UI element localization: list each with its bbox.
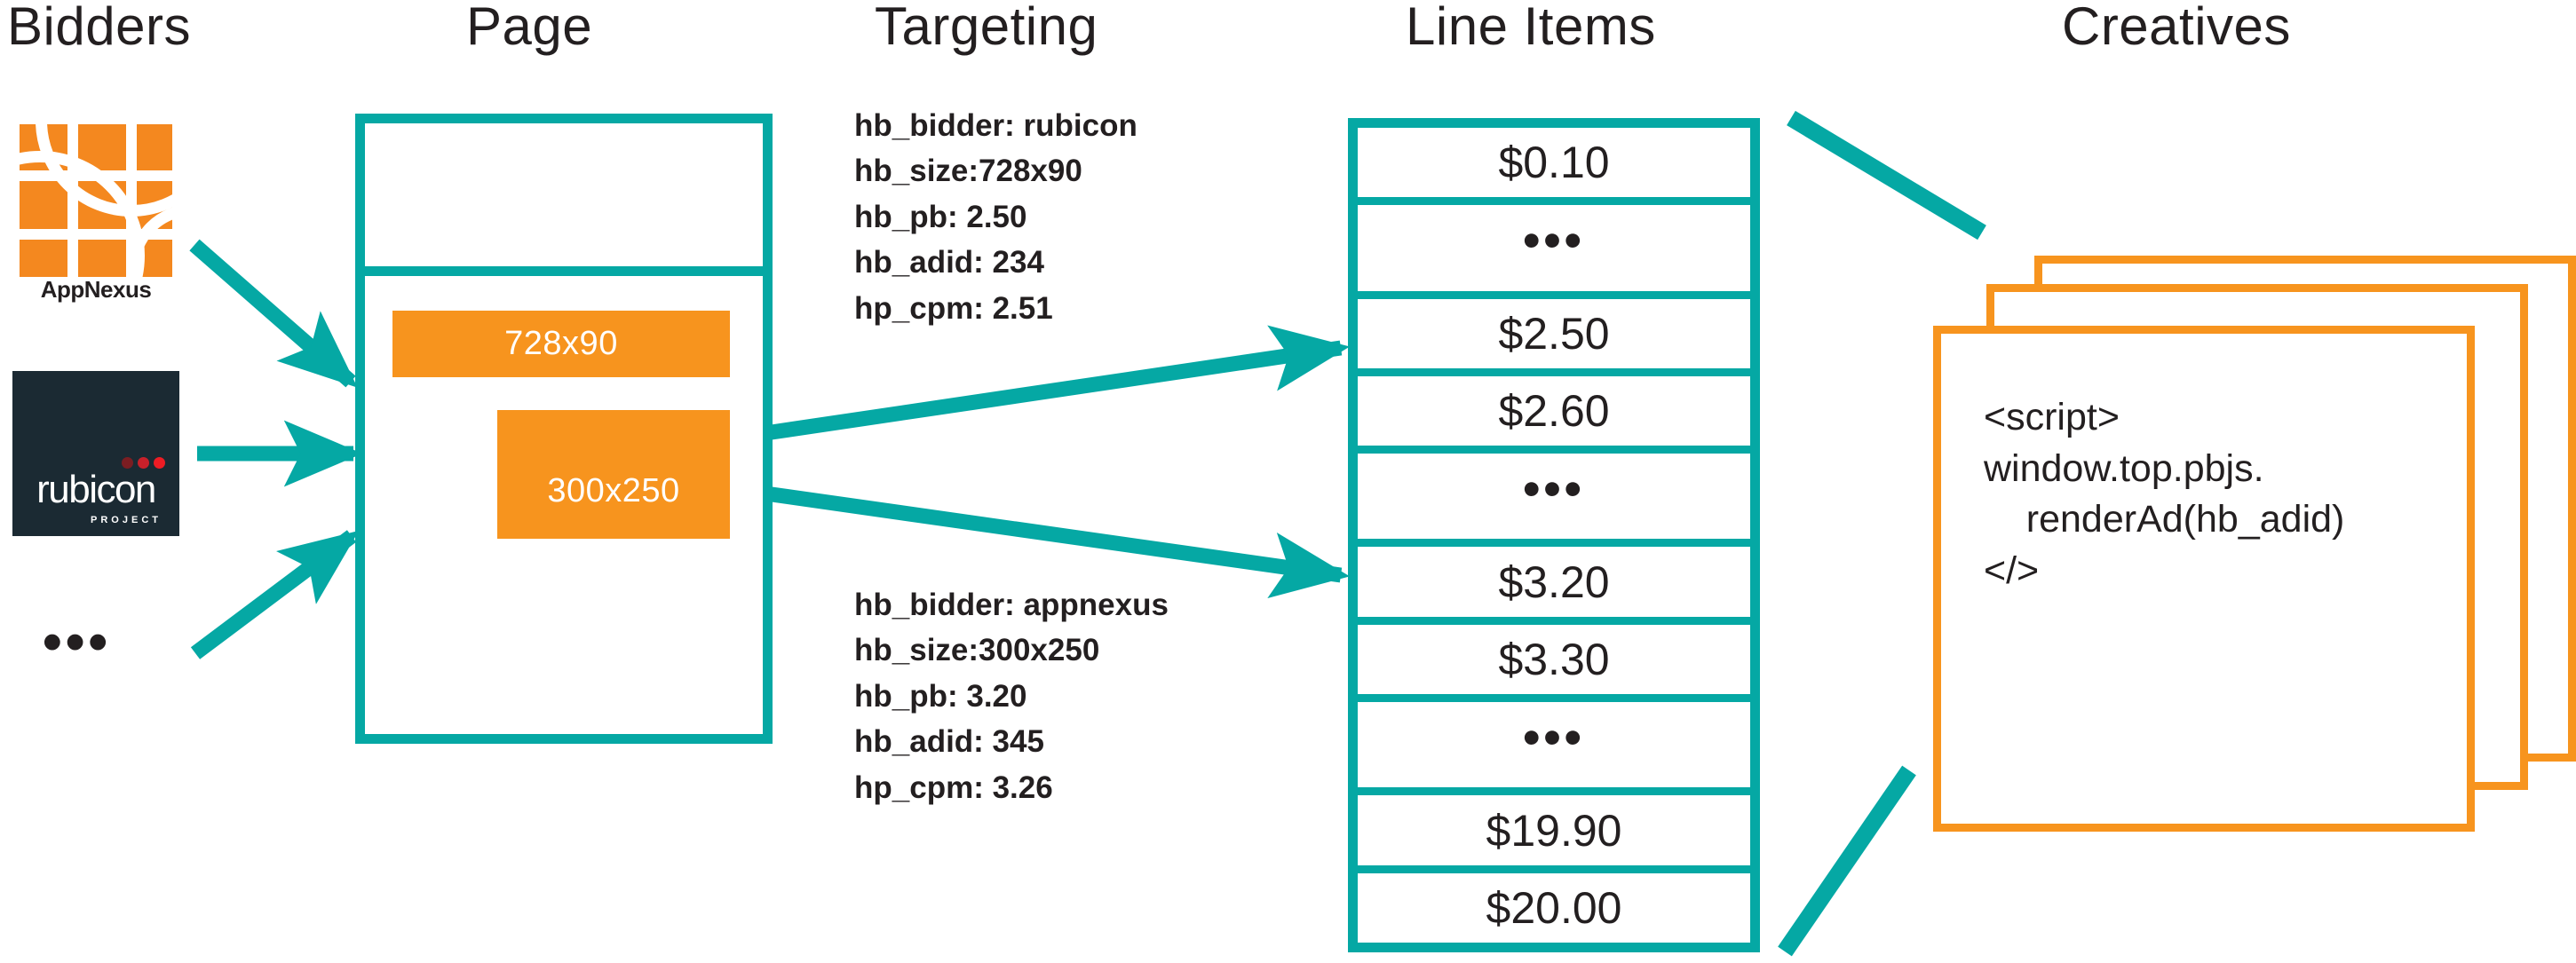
targeting-line: hb_adid: 345	[854, 724, 1044, 760]
targeting-line: hb_size:728x90	[854, 154, 1082, 189]
column-title-line-items: Line Items	[1406, 0, 1656, 56]
ad-slot-mrec: 300x250	[497, 410, 730, 539]
rubicon-dots-icon	[122, 457, 165, 469]
page-header-divider	[355, 266, 773, 276]
rubicon-project-logo: rubicon PROJECT	[12, 371, 179, 536]
targeting-line: hb_bidder: appnexus	[854, 588, 1169, 622]
targeting-line: hb_adid: 234	[854, 245, 1044, 280]
targeting-line: hp_cpm: 2.51	[854, 290, 1053, 326]
targeting-line: hb_size:300x250	[854, 633, 1100, 668]
line-item-row: $3.30	[1358, 625, 1750, 703]
connector-lineitems-to-creatives-top	[1787, 110, 1986, 241]
arrow-appnexus-to-page	[189, 239, 358, 388]
rubicon-submark: PROJECT	[91, 515, 162, 525]
targeting-block-rubicon: hb_bidder: rubicon hb_size:728x90 hb_pb:…	[854, 103, 1137, 331]
line-item-row: •••	[1358, 454, 1750, 548]
ad-slot-leaderboard: 728x90	[392, 311, 730, 377]
targeting-line: hb_bidder: rubicon	[854, 108, 1137, 143]
creative-code-snippet: <script> window.top.pbjs. renderAd(hb_ad…	[1984, 396, 2345, 592]
arrow-page-to-lineitem-320	[764, 485, 1351, 599]
appnexus-logo: AppNexus	[20, 124, 172, 302]
bidders-more-ellipsis: •••	[43, 612, 112, 673]
targeting-line: hp_cpm: 3.26	[854, 770, 1053, 805]
line-item-row: $3.20	[1358, 547, 1750, 625]
line-item-row: $2.60	[1358, 376, 1750, 454]
arrow-page-to-lineitem-250	[764, 325, 1351, 441]
arrow-more-bidders-to-page	[190, 530, 360, 659]
targeting-line: hb_pb: 3.20	[854, 678, 1027, 714]
column-title-creatives: Creatives	[2062, 0, 2291, 56]
targeting-line: hb_pb: 2.50	[854, 199, 1027, 234]
line-item-row: $19.90	[1358, 795, 1750, 873]
line-item-row: •••	[1358, 702, 1750, 796]
rubicon-wordmark: rubicon	[36, 468, 156, 511]
targeting-block-appnexus: hb_bidder: appnexus hb_size:300x250 hb_p…	[854, 582, 1169, 810]
creative-card-front	[1933, 326, 2475, 832]
column-title-page: Page	[466, 0, 593, 56]
appnexus-mark-icon	[20, 124, 172, 277]
connector-lineitems-to-creatives-bottom	[1778, 765, 1916, 957]
column-title-bidders: Bidders	[7, 0, 191, 56]
line-item-row: •••	[1358, 205, 1750, 299]
appnexus-wordmark: AppNexus	[40, 276, 152, 303]
line-items-table: $0.10 ••• $2.50 $2.60 ••• $3.20 $3.30 ••…	[1348, 118, 1760, 952]
line-item-row: $20.00	[1486, 882, 1622, 933]
line-item-row: $0.10	[1358, 128, 1750, 206]
column-title-targeting: Targeting	[875, 0, 1098, 56]
line-item-row: $2.50	[1358, 299, 1750, 376]
